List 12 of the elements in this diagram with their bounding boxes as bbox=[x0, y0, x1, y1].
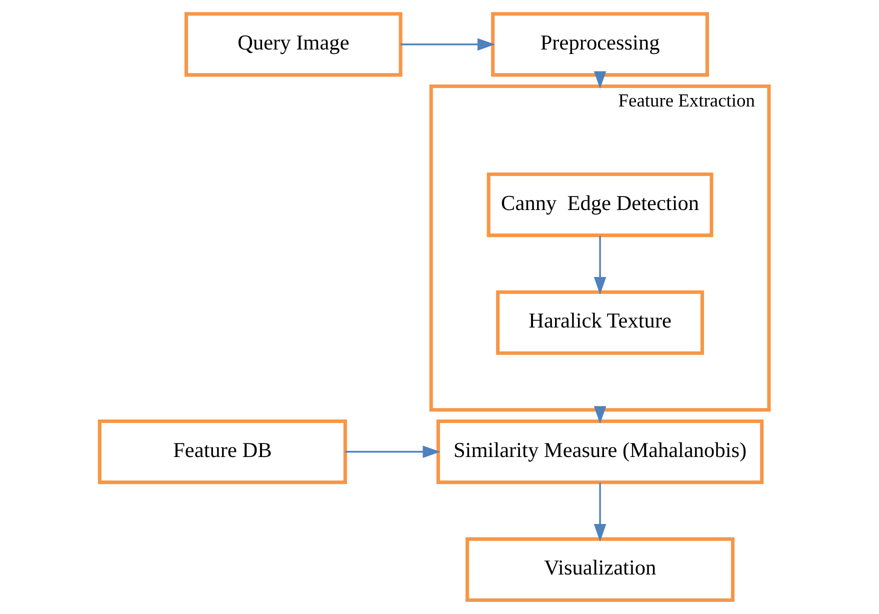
node-box: Visualization bbox=[465, 537, 734, 602]
arrow bbox=[593, 236, 606, 295]
node-box: Query Image bbox=[184, 12, 402, 77]
arrow bbox=[400, 38, 495, 51]
arrow bbox=[593, 71, 606, 89]
node-box: Haralick Texture bbox=[496, 290, 704, 355]
node-box: Canny Edge Detection bbox=[486, 172, 713, 238]
arrow bbox=[593, 406, 606, 424]
arrow bbox=[593, 482, 606, 542]
node-box: Similarity Measure (Mahalanobis) bbox=[436, 420, 764, 484]
arrow bbox=[344, 446, 440, 458]
node-box: Feature DB bbox=[97, 420, 347, 484]
